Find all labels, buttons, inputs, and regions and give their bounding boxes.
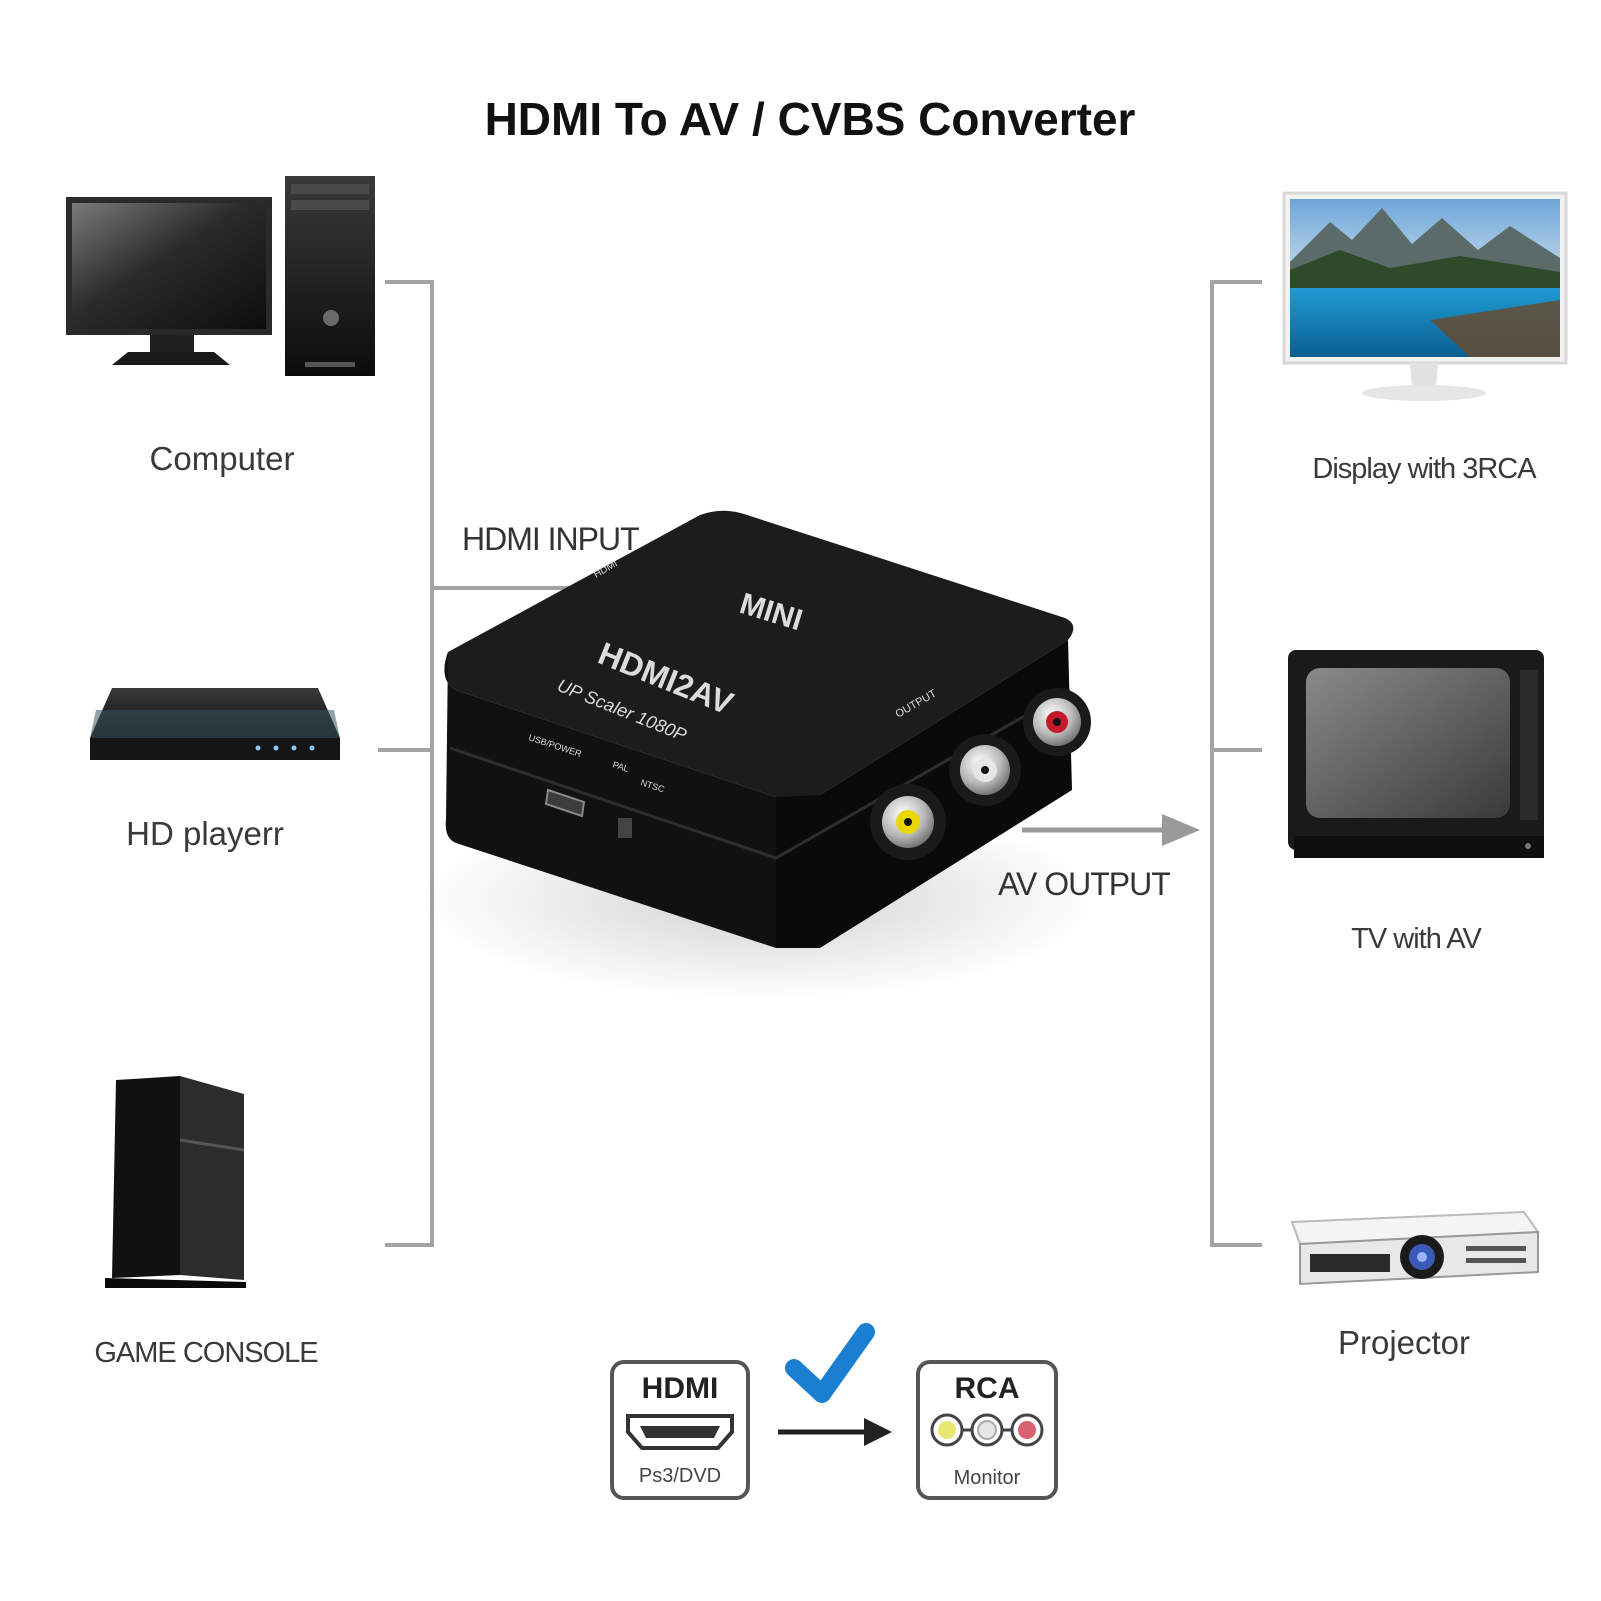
hdmi2av-converter: MINI HDMI2AV UP Scaler 1080P HDMI OUTPUT…: [420, 510, 1100, 1000]
input-bracket: [378, 280, 575, 1247]
computer-label: Computer: [150, 440, 295, 477]
check-icon: [785, 1323, 875, 1403]
hdmi-input-label: HDMI INPUT: [462, 521, 639, 557]
computer-icon: [66, 176, 375, 376]
hd-player-label: HD playerr: [126, 815, 284, 852]
display-3rca-label: Display with 3RCA: [1312, 453, 1537, 485]
projector-icon: [1290, 1210, 1540, 1286]
tv-av-icon: [1288, 650, 1544, 858]
rca-box-title: RCA: [955, 1372, 1020, 1405]
legend-arrow-icon: [778, 1418, 892, 1446]
display-3rca-icon: [1282, 191, 1568, 401]
hd-player-icon: [90, 688, 340, 760]
usb-port-icon: [544, 788, 586, 818]
rca-box-subtitle: Monitor: [954, 1467, 1021, 1489]
device-switch-pal: PAL: [611, 759, 630, 774]
hdmi-port-icon: [626, 1414, 734, 1450]
game-console-label: GAME CONSOLE: [94, 1337, 318, 1369]
output-bracket: [1210, 280, 1262, 1247]
hdmi-box-title: HDMI: [642, 1372, 719, 1405]
av-output-label: AV OUTPUT: [998, 866, 1170, 902]
rca-red-jack-icon: [1023, 688, 1091, 756]
hdmi-box-subtitle: Ps3/DVD: [639, 1465, 721, 1487]
tv-av-label: TV with AV: [1351, 923, 1482, 955]
rca-white-jack-icon: [949, 734, 1021, 806]
rca-monitor-box: RCA Monitor: [916, 1360, 1058, 1500]
projector-label: Projector: [1338, 1324, 1470, 1361]
rca-plugs-icon: [930, 1413, 1044, 1447]
rca-yellow-jack-icon: [870, 784, 946, 860]
page-title: HDMI To AV / CVBS Converter: [485, 93, 1136, 145]
av-output-arrow: [1022, 814, 1200, 846]
pal-ntsc-switch-icon: [618, 818, 632, 838]
hdmi-source-box: HDMI Ps3/DVD: [610, 1360, 750, 1500]
game-console-icon: [105, 1076, 246, 1288]
